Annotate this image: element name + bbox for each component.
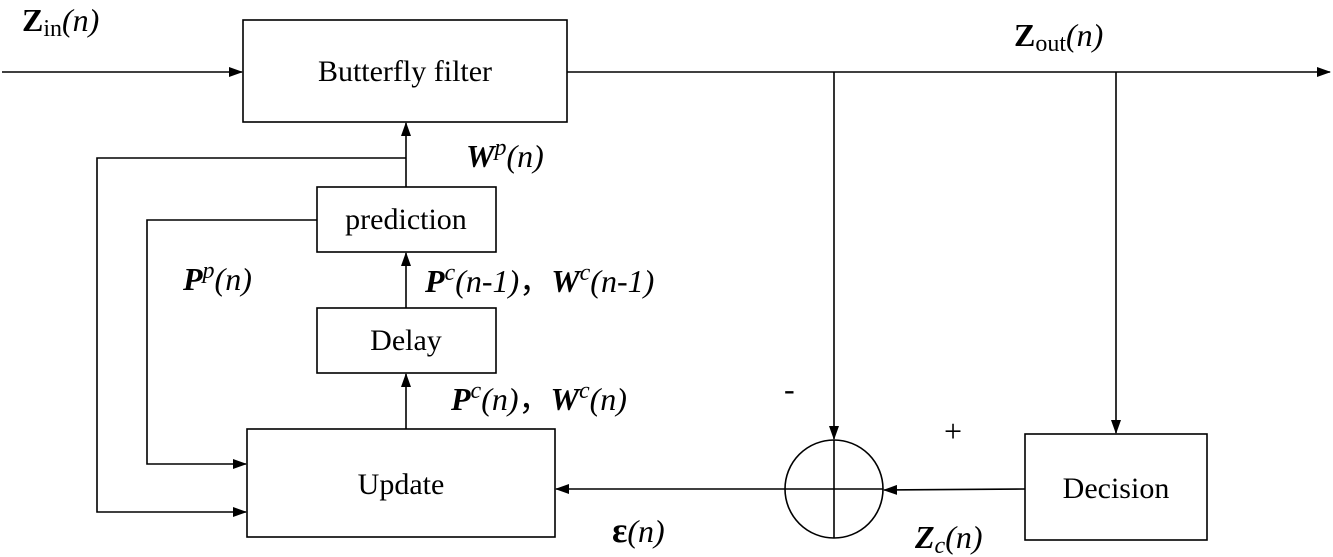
pp-feedback-line [146,219,317,469]
pc-wc-prev-label: Pc(n-1)，Wc(n-1) [424,260,654,299]
decision-to-sum-arrow [883,484,1026,495]
update-block: Update [246,428,556,538]
minus-sign: - [784,371,795,407]
zout-label: Zout(n) [1014,17,1103,57]
delay-label: Delay [370,324,442,357]
prediction-label: prediction [345,203,467,236]
decision-label: Decision [1063,472,1170,505]
pp-label: Pp(n) [182,258,252,297]
plus-sign: + [944,413,962,449]
wp-feedback-line [96,157,406,517]
error-label: ε(n) [612,510,665,550]
zc-label: Zc(n) [914,519,983,557]
butterfly-filter-label: Butterfly filter [318,55,492,88]
wp-label: Wp(n) [466,135,544,174]
decision-block: Decision [1024,433,1208,541]
summing-junction [784,439,884,539]
butterfly-filter-block: Butterfly filter [242,19,568,123]
delay-block: Delay [316,307,497,374]
zin-label: Zin(n) [22,2,99,42]
update-label: Update [358,468,445,501]
pc-wc-cur-label: Pc(n)，Wc(n) [450,378,627,417]
prediction-block: prediction [316,186,497,253]
